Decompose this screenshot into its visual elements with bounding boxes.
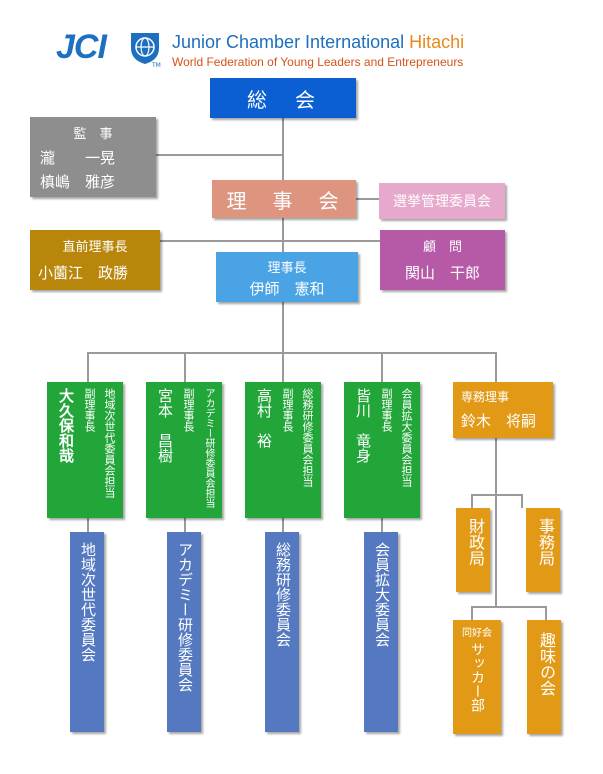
line-club1	[471, 606, 473, 620]
line-vp4	[381, 352, 383, 382]
vp2-name: 宮本 昌樹	[156, 388, 174, 463]
line-club2	[545, 606, 547, 620]
committee-1-box: 地域次世代委員会	[70, 532, 104, 732]
general-assembly-label: 総 会	[247, 87, 319, 112]
vp1-title: 副理事長	[83, 388, 96, 432]
committee-1-label: 地域次世代委員会	[79, 542, 97, 662]
jci-globe-icon	[128, 30, 162, 66]
vp4-title: 副理事長	[380, 388, 393, 432]
line-vp3-com	[282, 518, 284, 532]
vice-president-3-box: 高村 裕 副理事長 総務研修委員会担当	[245, 382, 321, 518]
line-md-down	[495, 438, 497, 494]
past-president-title: 直前理事長	[62, 240, 128, 255]
past-president-box: 直前理事長 小薗江 政勝	[30, 230, 160, 290]
board-label: 理 事 会	[226, 188, 342, 213]
vp1-name: 大久保和哉	[57, 388, 75, 463]
secretariat-label: 事務局	[536, 518, 555, 566]
org-name-en: Junior Chamber International	[172, 32, 405, 52]
soccer-club-prefix: 同好会	[462, 628, 492, 639]
vp2-role: アカデミー研修委員会担当	[203, 388, 214, 508]
vp3-role: 総務研修委員会担当	[301, 388, 314, 487]
vp2-title: 副理事長	[182, 388, 195, 432]
soccer-club-box: 同好会 サッカー部	[453, 620, 501, 734]
org-city: Hitachi	[409, 32, 465, 52]
line-election	[355, 198, 380, 200]
line-vp2-com	[184, 518, 186, 532]
advisor-title: 顧 問	[422, 240, 462, 255]
line-president-down	[282, 302, 284, 352]
jci-logo-text: JCI	[56, 28, 107, 66]
tm-mark: TM	[152, 62, 161, 69]
board-box: 理 事 会	[212, 180, 356, 218]
advisor-box: 顧 問 関山 干郎	[380, 230, 505, 290]
advisor-name: 関山 干郎	[404, 264, 480, 282]
finance-bureau-label: 財政局	[466, 518, 485, 566]
vp4-name: 皆川 竜身	[354, 388, 372, 463]
soccer-club-label: サッカー部	[469, 642, 485, 712]
committee-4-label: 会員拡大委員会	[373, 542, 391, 647]
past-president-name: 小薗江 政勝	[38, 264, 129, 282]
vp1-role: 地域次世代委員会担当	[103, 388, 116, 498]
managing-director-title: 専務理事	[461, 390, 510, 404]
committee-3-label: 総務研修委員会	[274, 542, 292, 647]
line-bureau-down	[495, 494, 497, 608]
line-main-trunk	[282, 118, 284, 180]
auditor-member-2: 槙嶋 雅彦	[40, 173, 116, 191]
vice-president-2-box: 宮本 昌樹 副理事長 アカデミー研修委員会担当	[146, 382, 222, 518]
president-box: 理事長 伊師 憲和	[216, 252, 358, 302]
line-vp2	[184, 352, 186, 382]
committee-3-box: 総務研修委員会	[265, 532, 299, 732]
vp3-title: 副理事長	[281, 388, 294, 432]
auditor-box: 監 事 瀧 一晃 槙嶋 雅彦	[30, 117, 156, 197]
line-club-horizontal	[471, 606, 546, 608]
line-vp1	[87, 352, 89, 382]
tagline: World Federation of Young Leaders and En…	[172, 55, 464, 69]
election-committee-label: 選挙管理委員会	[393, 194, 491, 210]
line-bureau2	[521, 494, 523, 508]
line-vp4-com	[381, 518, 383, 532]
line-past-advisor	[160, 240, 380, 242]
president-name: 伊師 憲和	[249, 280, 325, 298]
election-committee-box: 選挙管理委員会	[379, 183, 505, 219]
hobby-club-box: 趣味の会	[527, 620, 561, 734]
general-assembly-box: 総 会	[210, 78, 356, 118]
committee-2-label: アカデミー研修委員会	[176, 542, 194, 692]
vice-president-4-box: 皆川 竜身 副理事長 会員拡大委員会担当	[344, 382, 420, 518]
auditor-member-1: 瀧 一晃	[40, 149, 116, 167]
line-auditor	[154, 154, 284, 156]
secretariat-box: 事務局	[526, 508, 560, 592]
line-bureau1	[471, 494, 473, 508]
line-vp1-com	[87, 518, 89, 532]
committee-4-box: 会員拡大委員会	[364, 532, 398, 732]
line-md	[495, 352, 497, 382]
vp3-name: 高村 裕	[255, 388, 273, 448]
finance-bureau-box: 財政局	[456, 508, 490, 592]
header: JCI TM Junior Chamber International Hita…	[50, 24, 550, 74]
managing-director-box: 専務理事 鈴木 将嗣	[453, 382, 553, 438]
line-branch-horizontal	[87, 352, 497, 354]
vp4-role: 会員拡大委員会担当	[400, 388, 413, 487]
committee-2-box: アカデミー研修委員会	[167, 532, 201, 732]
hobby-club-label: 趣味の会	[537, 632, 556, 696]
org-name: Junior Chamber International Hitachi	[172, 32, 464, 53]
vice-president-1-box: 大久保和哉 副理事長 地域次世代委員会担当	[47, 382, 123, 518]
president-title: 理事長	[267, 261, 307, 276]
managing-director-name: 鈴木 将嗣	[461, 412, 537, 430]
auditor-title: 監 事	[73, 127, 113, 142]
line-vp3	[282, 352, 284, 382]
line-board-president	[282, 218, 284, 252]
